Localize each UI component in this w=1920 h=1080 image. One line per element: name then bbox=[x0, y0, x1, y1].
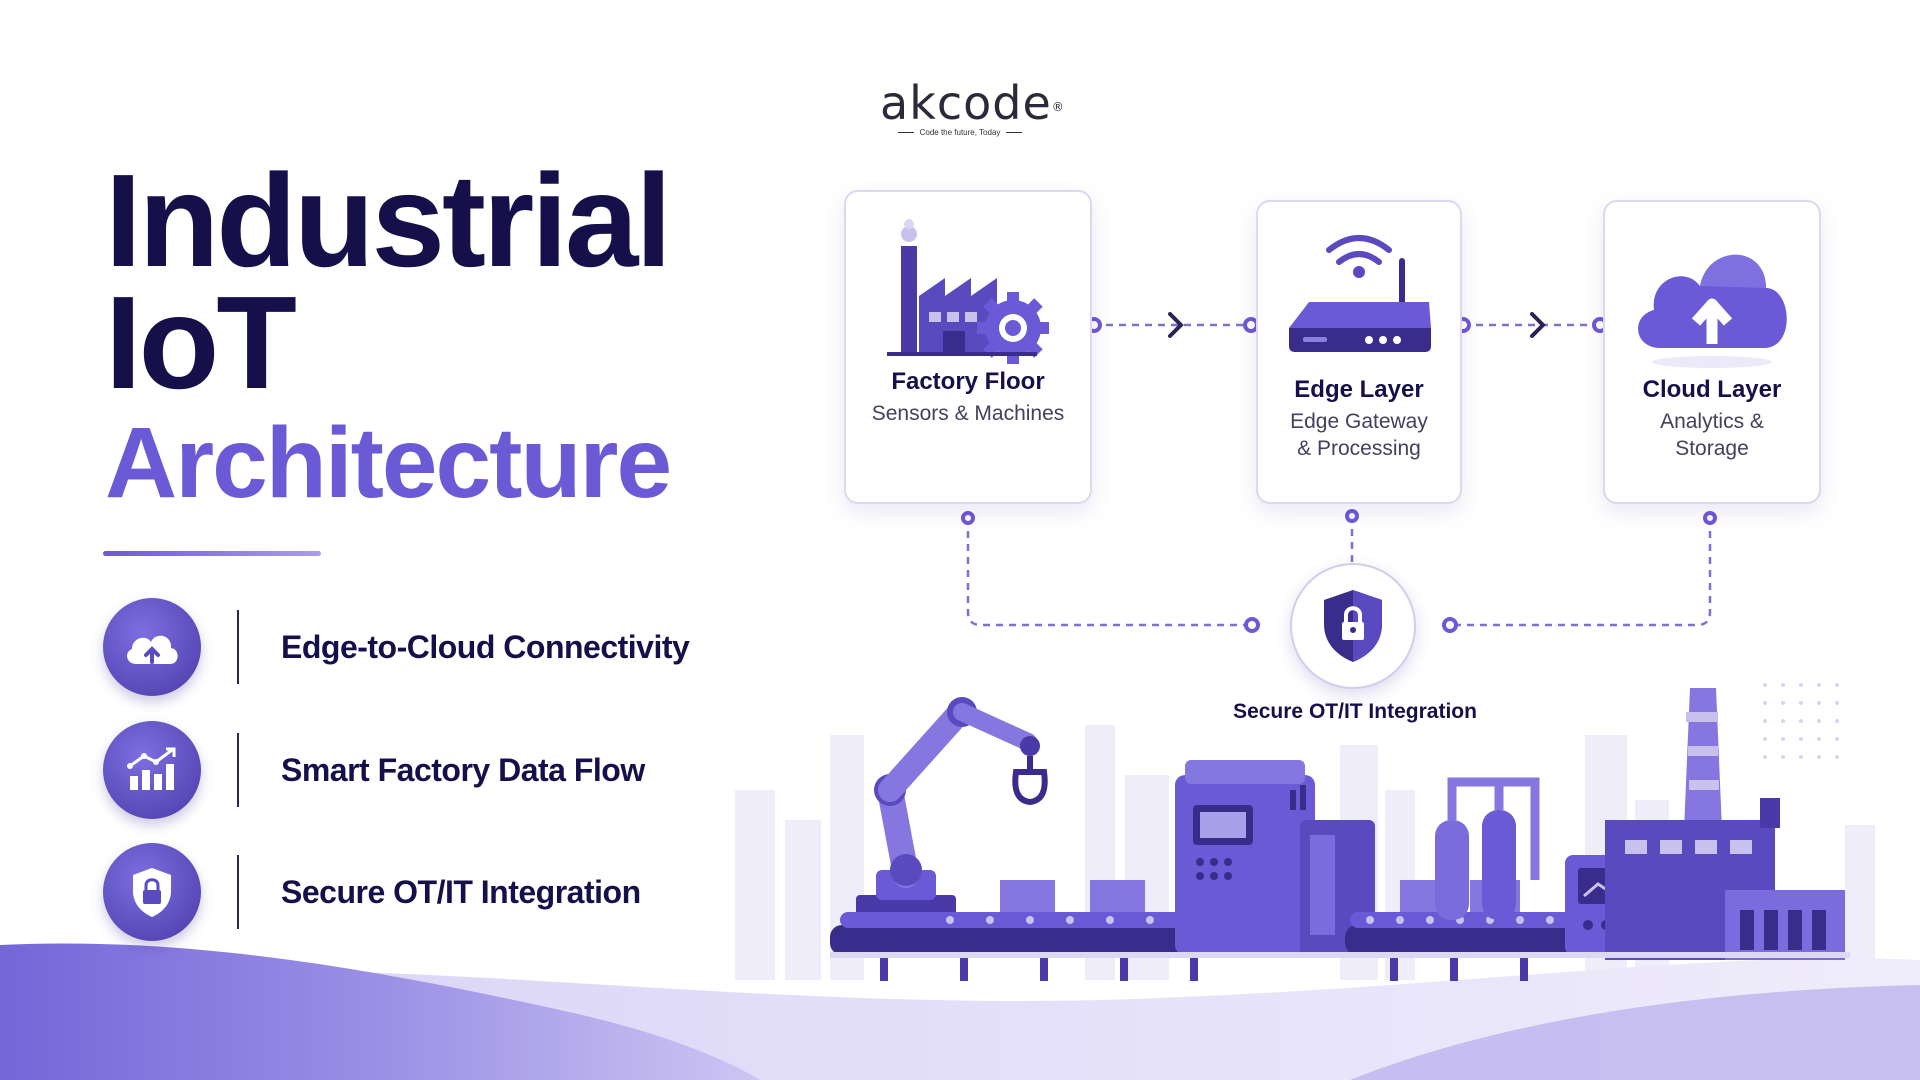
connector-cloud-secure bbox=[1450, 518, 1712, 627]
logo-tagline: Code the future, Today bbox=[880, 128, 1040, 138]
connector-factory-secure bbox=[966, 518, 1252, 627]
feature-label: Secure OT/IT Integration bbox=[281, 873, 641, 910]
logo-registered-mark: ® bbox=[1051, 100, 1065, 114]
growth-chart-icon bbox=[103, 721, 201, 819]
wave-left bbox=[0, 943, 760, 1080]
title-line-1: Industrial bbox=[105, 147, 672, 294]
feature-separator bbox=[237, 855, 239, 929]
feature-label: Smart Factory Data Flow bbox=[281, 751, 645, 788]
layer-subtitle: Analytics & Storage bbox=[1605, 408, 1819, 462]
security-node-label: Secure OT/IT Integration bbox=[1233, 700, 1477, 723]
shield-lock-icon bbox=[1324, 590, 1382, 662]
cloud-upload-icon bbox=[103, 598, 201, 696]
arrow-chevron-icon bbox=[1168, 312, 1184, 338]
layer-subtitle-line1: Edge Gateway bbox=[1290, 410, 1428, 433]
title-underline bbox=[103, 551, 321, 556]
layer-card-edge: Edge Layer Edge Gateway & Processing bbox=[1256, 200, 1462, 504]
layer-title: Factory Floor bbox=[891, 368, 1045, 395]
shield-lock-icon bbox=[103, 843, 201, 941]
layer-subtitle: Sensors & Machines bbox=[846, 400, 1090, 427]
ground-line bbox=[830, 952, 1850, 958]
feature-separator bbox=[237, 733, 239, 807]
feature-item: Edge-to-Cloud Connectivity bbox=[103, 598, 690, 696]
layer-card-cloud: Cloud Layer Analytics & Storage bbox=[1603, 200, 1821, 504]
cloud-upload-icon bbox=[1605, 224, 1819, 376]
processing-machine-icon bbox=[1175, 760, 1375, 955]
title-line-2: IoT bbox=[105, 269, 297, 416]
title-line-3: Architecture bbox=[105, 407, 672, 519]
factory-gear-icon bbox=[846, 216, 1090, 368]
layer-subtitle-line1: Sensors & Machines bbox=[871, 402, 1065, 425]
page-title: Industrial IoT Architecture bbox=[105, 147, 672, 522]
layer-subtitle-line2: Storage bbox=[1675, 437, 1749, 460]
dot-grid bbox=[1763, 683, 1839, 759]
feature-item: Secure OT/IT Integration bbox=[103, 843, 641, 941]
feature-separator bbox=[237, 610, 239, 684]
arrow-chevron-icon bbox=[1530, 312, 1546, 338]
security-node bbox=[1290, 563, 1416, 689]
factory-building-icon bbox=[1605, 688, 1845, 960]
layer-subtitle-line1: Analytics & bbox=[1660, 410, 1764, 433]
logo-wordmark: akcode® bbox=[880, 78, 1064, 128]
router-wifi-icon bbox=[1258, 228, 1460, 376]
wave-right bbox=[1350, 985, 1920, 1080]
layer-card-factory: Factory Floor Sensors & Machines bbox=[844, 190, 1092, 504]
feature-label: Edge-to-Cloud Connectivity bbox=[281, 628, 690, 665]
logo-wordmark-text: akcode bbox=[880, 76, 1052, 130]
layer-title: Edge Layer bbox=[1294, 376, 1424, 403]
conveyor-belt bbox=[830, 880, 1210, 981]
brand-logo: akcode® Code the future, Today bbox=[880, 78, 1064, 138]
tanks-pipes-icon bbox=[1435, 777, 1540, 920]
layer-subtitle: Edge Gateway & Processing bbox=[1258, 408, 1460, 462]
layer-title: Cloud Layer bbox=[1642, 376, 1782, 403]
layer-subtitle-line2: & Processing bbox=[1297, 437, 1421, 460]
feature-item: Smart Factory Data Flow bbox=[103, 721, 645, 819]
